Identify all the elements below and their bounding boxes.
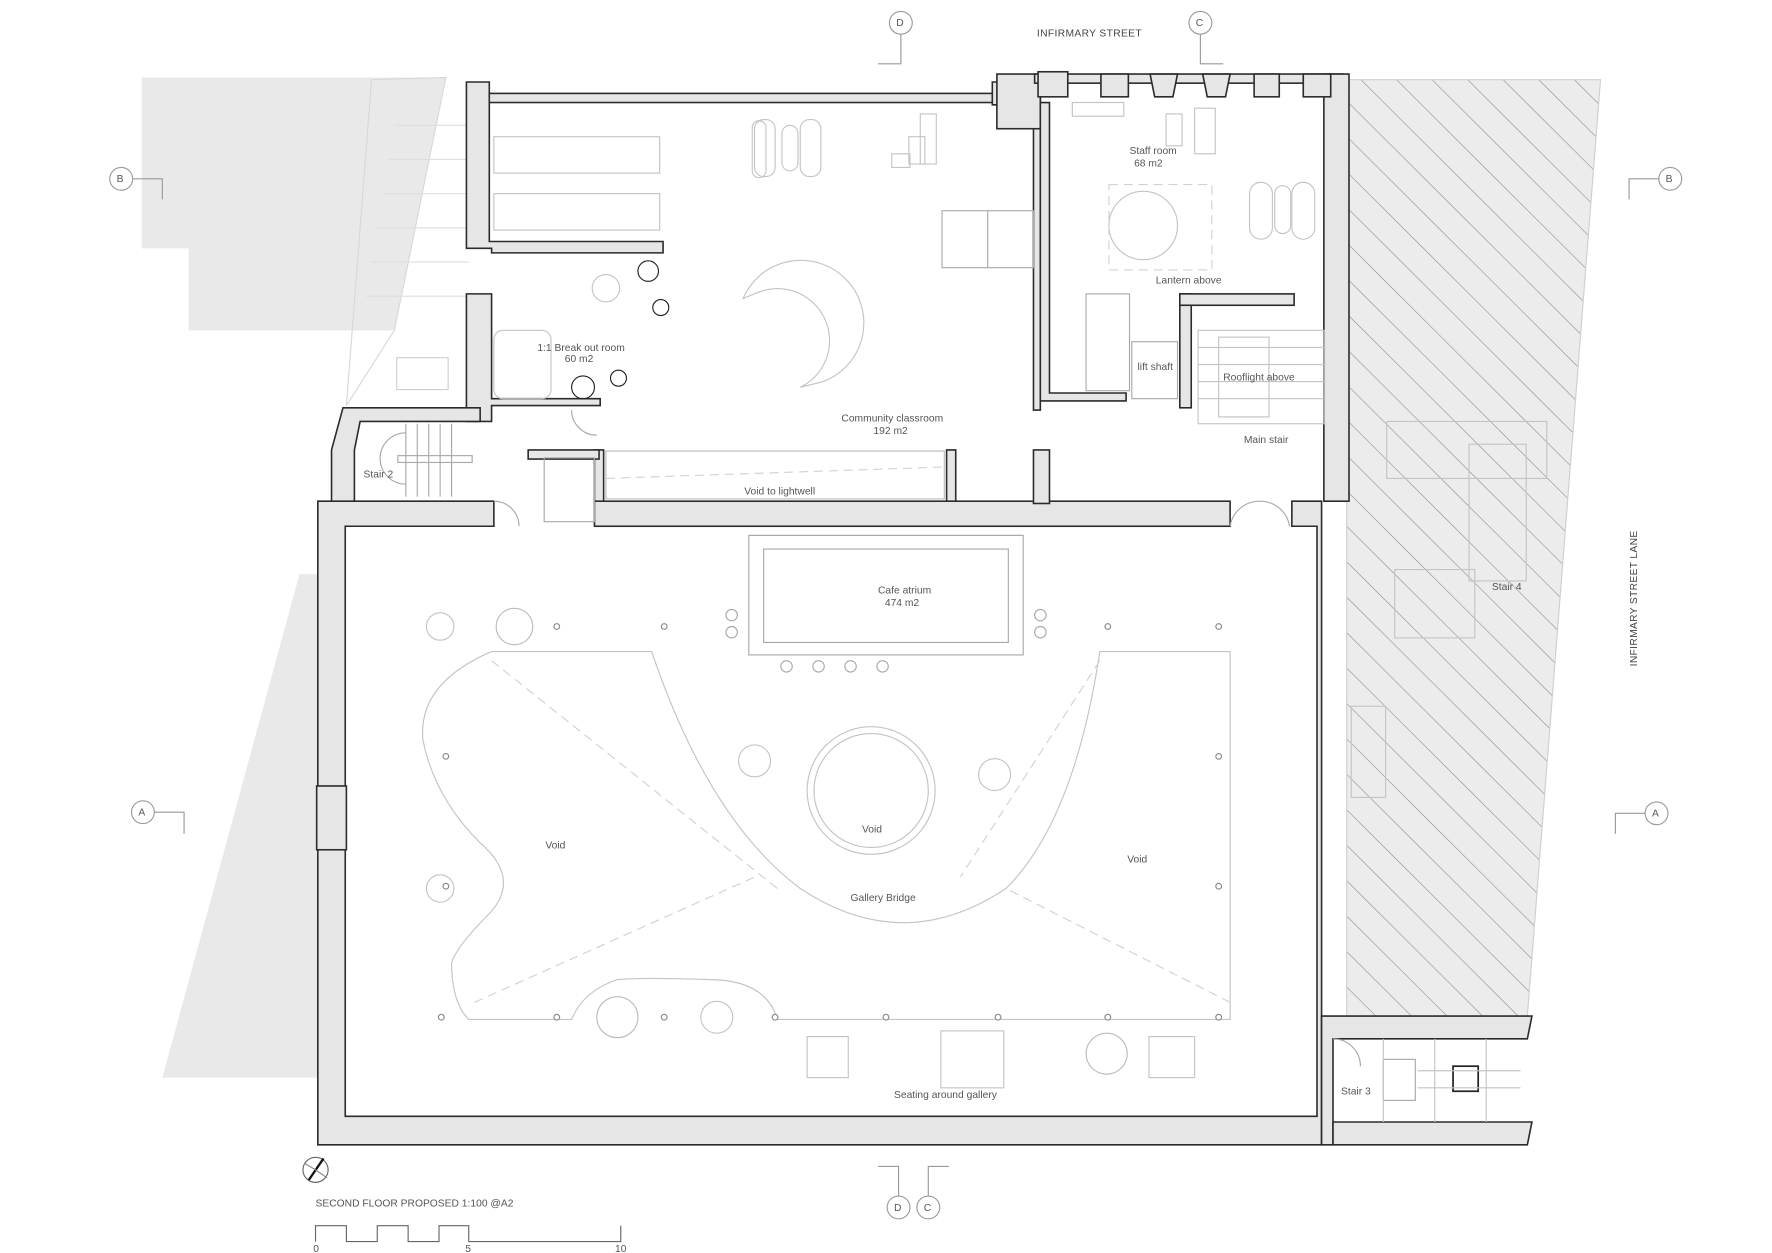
toilets bbox=[543, 210, 1179, 523]
rooflight-label: Rooflight above bbox=[1223, 372, 1295, 383]
classroom-area: 192 m2 bbox=[873, 426, 908, 437]
main-stair-label: Main stair bbox=[1244, 435, 1289, 446]
neighbour-building-top-left bbox=[141, 76, 469, 406]
drawing-title: SECOND FLOOR PROPOSED 1:100 @A2 bbox=[316, 1198, 514, 1209]
street-label-right: INFIRMARY STREET LANE bbox=[1629, 530, 1640, 666]
svg-text:D: D bbox=[894, 1203, 901, 1214]
void-left-label: Void bbox=[545, 841, 565, 852]
north-arrow-icon bbox=[302, 1156, 329, 1183]
svg-text:0: 0 bbox=[313, 1244, 319, 1253]
stair4-label: Stair 4 bbox=[1492, 582, 1522, 593]
void-center-label: Void bbox=[862, 825, 882, 836]
classroom-label: Community classroom bbox=[841, 413, 943, 424]
staff-room-label: Staff room bbox=[1130, 146, 1177, 157]
seating-label: Seating around gallery bbox=[894, 1090, 998, 1101]
section-marker-a-right: A bbox=[1614, 801, 1669, 834]
svg-text:D: D bbox=[896, 18, 903, 29]
main-stair bbox=[1197, 329, 1325, 425]
classroom-furniture bbox=[493, 113, 937, 388]
scale-bar: 0 5 10 bbox=[313, 1225, 627, 1253]
cafe-counter bbox=[725, 534, 1047, 673]
section-marker-a-left: A bbox=[130, 800, 185, 834]
gallery-bridge bbox=[422, 650, 1231, 1021]
upper-walls bbox=[330, 73, 1350, 505]
cafe-label: Cafe atrium bbox=[878, 585, 931, 596]
staff-room-area: 68 m2 bbox=[1134, 158, 1163, 169]
svg-text:C: C bbox=[924, 1203, 932, 1214]
void-right-label: Void bbox=[1127, 854, 1147, 865]
stair2-label: Stair 2 bbox=[364, 469, 394, 480]
svg-text:A: A bbox=[138, 808, 145, 819]
section-marker-d-top: D bbox=[877, 10, 913, 65]
breakout-furniture bbox=[493, 260, 670, 400]
lightwell bbox=[605, 450, 945, 500]
stair3-block bbox=[1320, 1015, 1533, 1146]
neighbour-building-left bbox=[162, 574, 318, 1078]
svg-text:10: 10 bbox=[615, 1244, 627, 1253]
neighbour-building-right-hatched: Stair 4 bbox=[1346, 79, 1602, 1017]
lift-shaft-label: lift shaft bbox=[1138, 362, 1174, 373]
breakout-room-area: 60 m2 bbox=[565, 354, 594, 365]
section-marker-b-right: B bbox=[1628, 166, 1683, 200]
stair2 bbox=[379, 423, 473, 497]
lantern-label: Lantern above bbox=[1156, 276, 1222, 287]
breakout-room-label: 1:1 Break out room bbox=[537, 343, 624, 354]
section-markers-bottom: D C bbox=[877, 1165, 949, 1220]
svg-text:B: B bbox=[1666, 174, 1673, 185]
street-label-top: INFIRMARY STREET bbox=[1037, 28, 1142, 39]
cafe-trees bbox=[495, 607, 1128, 1075]
lightwell-label: Void to lightwell bbox=[744, 486, 815, 497]
svg-text:B: B bbox=[117, 174, 124, 185]
section-marker-b-left: B bbox=[109, 166, 163, 200]
room-labels: Staff room 68 m2 Lantern above 1:1 Break… bbox=[364, 146, 1371, 1101]
svg-text:C: C bbox=[1196, 18, 1204, 29]
svg-text:5: 5 bbox=[465, 1244, 471, 1253]
section-marker-c-top: C bbox=[1188, 10, 1224, 65]
gallery-bridge-label: Gallery Bridge bbox=[851, 893, 916, 904]
staff-room-furniture bbox=[1071, 101, 1316, 271]
bay-windows bbox=[1037, 70, 1332, 98]
cafe-atrium-walls bbox=[315, 500, 1323, 1146]
stair3-label: Stair 3 bbox=[1341, 1087, 1371, 1098]
cafe-tables bbox=[425, 612, 1196, 1089]
cafe-area: 474 m2 bbox=[885, 598, 920, 609]
columns bbox=[437, 623, 1223, 1021]
doors bbox=[493, 410, 1362, 1067]
svg-text:A: A bbox=[1652, 809, 1659, 820]
